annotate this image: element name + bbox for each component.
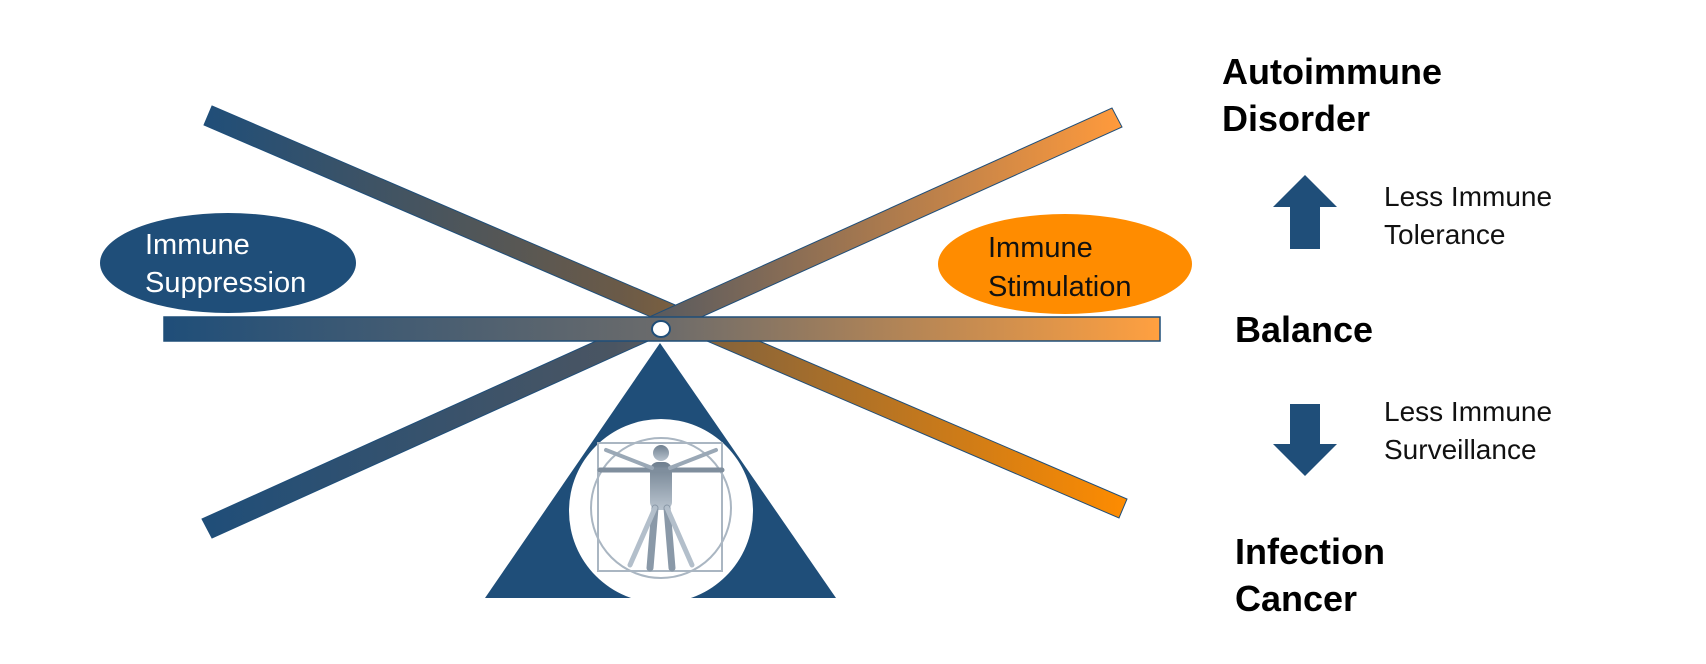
autoimmune-disorder-label-line2: Disorder (1222, 98, 1370, 139)
immune-suppression-oval (100, 213, 356, 313)
pivot-dot (651, 320, 671, 338)
less-immune-surveillance-line2: Surveillance (1384, 434, 1537, 465)
immune-suppression-label-line2: Suppression (145, 267, 306, 299)
immune-stimulation-oval (938, 214, 1192, 314)
immune-stimulation-label-line2: Stimulation (988, 271, 1131, 303)
arrow-down-icon (1273, 404, 1337, 476)
autoimmune-disorder-label-line1: Autoimmune (1222, 51, 1442, 92)
balance-label: Balance (1235, 309, 1373, 350)
less-immune-tolerance-line1: Less Immune (1384, 181, 1552, 212)
immune-suppression-label-line1: Immune (145, 229, 250, 261)
cancer-label: Cancer (1235, 578, 1357, 619)
immune-stimulation-label-line1: Immune (988, 232, 1093, 264)
vitruvian-man-icon (590, 437, 732, 579)
fulcrum-circle (569, 419, 753, 603)
less-immune-surveillance-line1: Less Immune (1384, 396, 1552, 427)
infection-label: Infection (1235, 531, 1385, 572)
arrow-up-icon (1273, 175, 1337, 249)
less-immune-tolerance-line2: Tolerance (1384, 219, 1505, 250)
